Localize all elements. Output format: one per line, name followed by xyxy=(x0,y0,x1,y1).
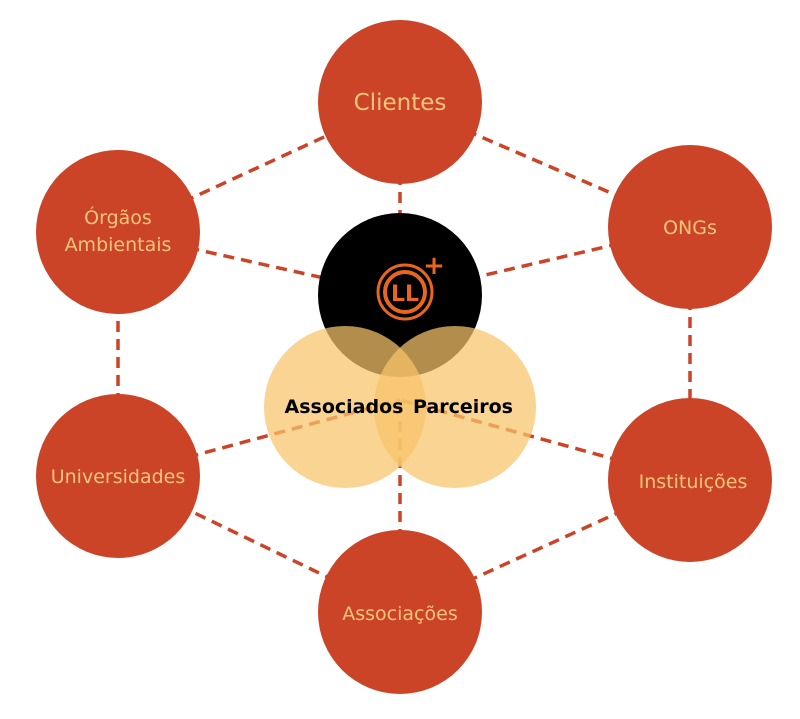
logo-ring-inner xyxy=(383,270,427,314)
node-universidades: Universidades xyxy=(36,394,200,558)
parceiros-label: Parceiros xyxy=(413,396,513,418)
node-instituicoes: Instituições xyxy=(608,398,772,562)
spoke-instituicoes xyxy=(399,398,691,482)
node-label-line2: Ambientais xyxy=(65,234,172,256)
logo-letters: LL xyxy=(391,282,419,307)
node-orgaos-ambientais: Órgãos Ambientais xyxy=(36,150,200,314)
ll-plus-logo: LL + xyxy=(376,251,445,321)
node-circle xyxy=(36,150,200,314)
spoke-ongs xyxy=(399,225,691,297)
venn-circles xyxy=(264,326,536,488)
logo-ring-outer xyxy=(376,263,434,321)
associados-label: Associados xyxy=(285,396,404,418)
node-clientes: Clientes xyxy=(318,20,482,184)
node-associacoes: Associações xyxy=(318,530,482,694)
node-label: Clientes xyxy=(354,90,447,116)
node-label: Universidades xyxy=(51,466,186,488)
node-label-line1: Órgãos xyxy=(84,205,152,229)
node-label: Associações xyxy=(342,603,457,625)
node-ongs: ONGs xyxy=(608,145,772,309)
parceiros-circle xyxy=(374,326,536,488)
node-circle xyxy=(318,20,482,184)
node-circle xyxy=(36,394,200,558)
node-label: Instituições xyxy=(639,471,748,493)
node-circle xyxy=(608,398,772,562)
node-circle xyxy=(608,145,772,309)
logo-plus: + xyxy=(423,251,445,281)
node-circle xyxy=(318,530,482,694)
node-label: ONGs xyxy=(663,217,717,239)
